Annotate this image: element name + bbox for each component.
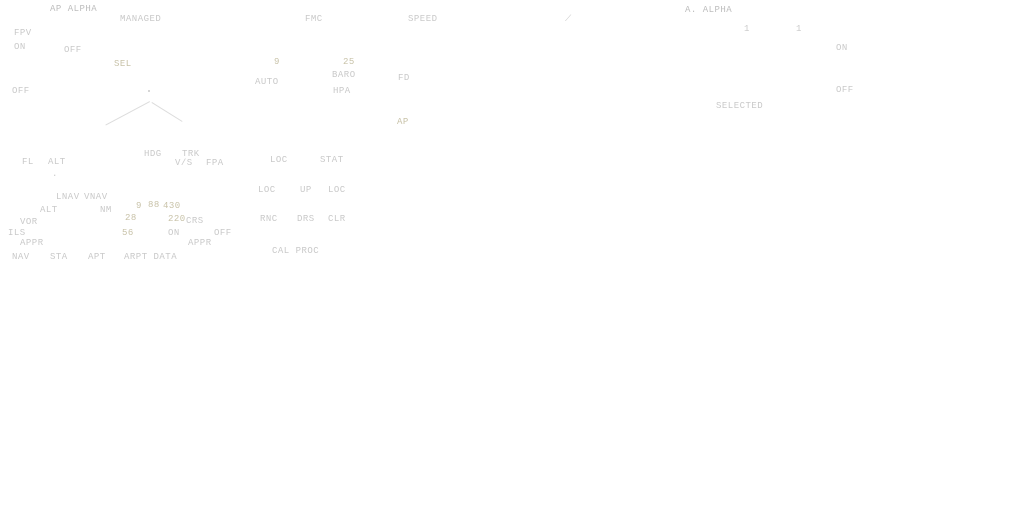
nm-label: NM — [100, 205, 112, 215]
crs-value: 220 — [168, 214, 186, 224]
cmd-up[interactable]: UP — [300, 185, 312, 195]
cmd-stat[interactable]: STAT — [320, 155, 344, 165]
off-label-left-2[interactable]: OFF — [12, 86, 30, 96]
fpa-label[interactable]: FPA — [206, 158, 224, 168]
alt-dot: · — [52, 171, 58, 181]
off-label-left[interactable]: OFF — [64, 45, 82, 55]
baro-label[interactable]: BARO — [332, 70, 356, 80]
right-num-1: 1 — [744, 24, 750, 34]
speed-label[interactable]: SPEED — [408, 14, 438, 24]
fmc-label[interactable]: FMC — [305, 14, 323, 24]
vnav-label[interactable]: VNAV — [84, 192, 108, 202]
fl-label: FL — [22, 157, 34, 167]
off-label-right[interactable]: OFF — [836, 85, 854, 95]
on-label-panel[interactable]: ON — [168, 228, 180, 238]
heading-val: 88 — [148, 200, 160, 210]
ap-label[interactable]: AP — [397, 117, 409, 127]
lnav-label[interactable]: LNAV — [56, 192, 80, 202]
appr-label-2[interactable]: APPR — [188, 238, 212, 248]
sel-label[interactable]: SEL — [114, 59, 132, 69]
alt-label: ALT — [48, 157, 66, 167]
alt-hold-label[interactable]: ALT — [40, 205, 58, 215]
mode-label[interactable]: MANAGED — [120, 14, 162, 24]
title-right: A. ALPHA — [685, 5, 733, 15]
cmd-drs[interactable]: DRS — [297, 214, 315, 224]
vor-label[interactable]: VOR — [20, 217, 38, 227]
hpa-label: HPA — [333, 86, 351, 96]
fd-label[interactable]: FD — [398, 73, 410, 83]
trk-label[interactable]: TRK — [182, 149, 200, 159]
bottom-nav[interactable]: NAV — [12, 252, 30, 262]
bottom-apt[interactable]: APT — [88, 252, 106, 262]
crs-label[interactable]: CRS — [186, 216, 204, 226]
selected-label: SELECTED — [716, 101, 764, 111]
title-left: AP ALPHA — [50, 4, 98, 14]
heading-unit: 430 — [163, 201, 181, 211]
cmd-cal-proc[interactable]: CAL PROC — [272, 246, 320, 256]
marker-icon: ⟋ — [565, 14, 572, 24]
value-9: 9 — [274, 57, 280, 67]
heading-value: 9 — [136, 201, 142, 211]
bottom-sta[interactable]: STA — [50, 252, 68, 262]
cmd-loc-3[interactable]: LOC — [328, 185, 346, 195]
right-num-2: 1 — [796, 24, 802, 34]
vs-label[interactable]: V/S — [175, 158, 193, 168]
fpv-label[interactable]: FPV — [14, 28, 32, 38]
cmd-rnc[interactable]: RNC — [260, 214, 278, 224]
on-label-left[interactable]: ON — [14, 42, 26, 52]
appr-label[interactable]: APPR — [20, 238, 44, 248]
knob-line-left — [105, 101, 150, 126]
cmd-loc-2[interactable]: LOC — [258, 185, 276, 195]
ils-label[interactable]: ILS — [8, 228, 26, 238]
auto-label[interactable]: AUTO — [255, 77, 279, 87]
cmd-loc-1[interactable]: LOC — [270, 155, 288, 165]
bottom-arpt-data[interactable]: ARPT DATA — [124, 252, 178, 262]
vs-value: 28 — [125, 213, 137, 223]
knob-dot — [148, 90, 150, 92]
knob-line-right — [151, 102, 183, 122]
value-25: 25 — [343, 57, 355, 67]
cmd-clr[interactable]: CLR — [328, 214, 346, 224]
on-label-right[interactable]: ON — [836, 43, 848, 53]
off-label-panel[interactable]: OFF — [214, 228, 232, 238]
dist-value: 56 — [122, 228, 134, 238]
hdg-label[interactable]: HDG — [144, 149, 162, 159]
